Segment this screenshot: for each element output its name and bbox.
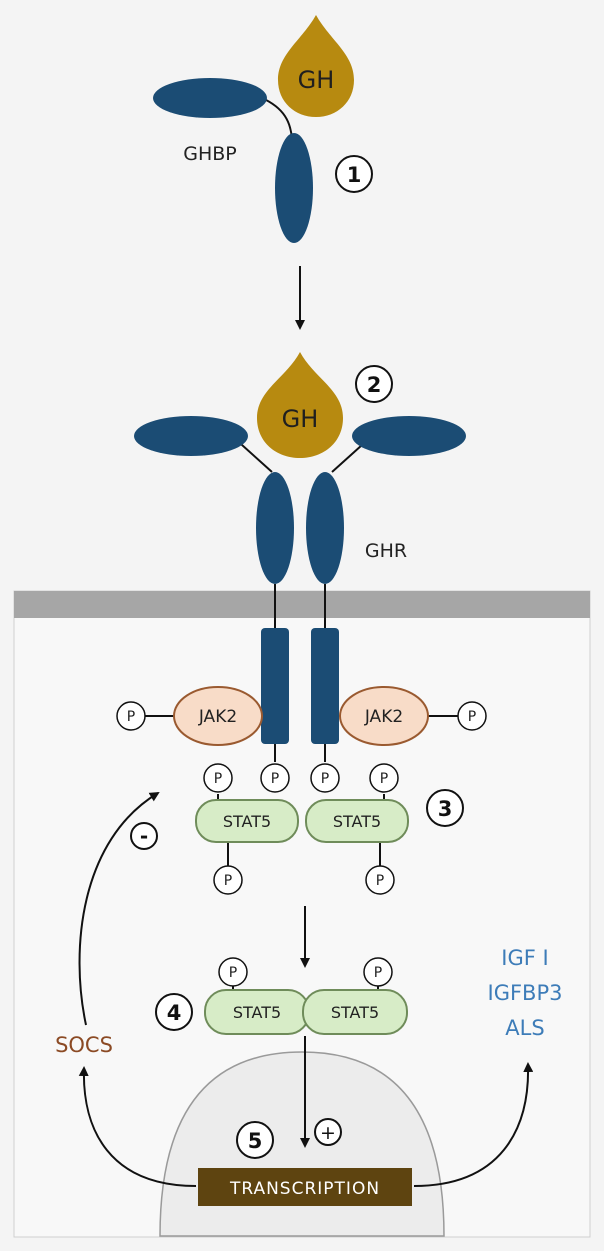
phospho-receptor-right: P <box>310 763 340 793</box>
jak2-right-label: JAK2 <box>364 707 403 727</box>
gh-top-label: GH <box>298 66 335 94</box>
phospho-stat5-right: P <box>365 865 395 895</box>
svg-text:P: P <box>271 771 279 787</box>
step-2-number: 2 <box>367 373 382 397</box>
jak2-left-label: JAK2 <box>198 707 237 727</box>
step-1-marker: 1 <box>335 155 373 193</box>
phospho-dimer-left: P <box>218 957 248 987</box>
phospho-jak2-left: P <box>116 701 146 731</box>
ghr-left-intracellular <box>261 628 289 744</box>
phospho-jak2-right-lower: P <box>369 763 399 793</box>
stat5-right-label: STAT5 <box>333 812 381 831</box>
activate-sign: + <box>320 1122 336 1144</box>
ghr-right-intracellular <box>311 628 339 744</box>
svg-text:P: P <box>380 771 388 787</box>
ghbp-extracellular-domain <box>153 78 267 118</box>
step-2-marker: 2 <box>355 365 393 403</box>
gh-mid-label: GH <box>282 405 319 433</box>
ghbp-label: GHBP <box>183 143 237 165</box>
step-4-marker: 4 <box>155 993 193 1031</box>
phospho-dimer-right: P <box>363 957 393 987</box>
arrow-to-socs <box>78 1066 197 1187</box>
ghr-right-extracellular <box>352 416 466 456</box>
phospho-stat5-left: P <box>213 865 243 895</box>
ghr-left-extracellular <box>134 416 248 456</box>
svg-text:P: P <box>374 965 382 981</box>
step-5-number: 5 <box>248 1129 263 1153</box>
step-4-number: 4 <box>167 1001 182 1025</box>
dimer-stat5-right-label: STAT5 <box>331 1003 379 1022</box>
ghr-right-stem <box>306 472 344 584</box>
inhibit-marker: - <box>130 822 158 850</box>
svg-text:P: P <box>224 873 232 889</box>
phospho-receptor-left: P <box>260 763 290 793</box>
gh-hormone-top <box>278 15 354 117</box>
dimer-stat5-right <box>302 989 408 1035</box>
jak2-right <box>339 686 429 746</box>
svg-text:P: P <box>376 873 384 889</box>
phospho-jak2-left-lower: P <box>203 763 233 793</box>
inhibit-sign: - <box>140 824 148 848</box>
step-1-number: 1 <box>347 163 362 187</box>
svg-text:P: P <box>468 709 476 725</box>
target-gene-igfbp3: IGFBP3 <box>488 981 563 1005</box>
stat5-left-label: STAT5 <box>223 812 271 831</box>
svg-text:P: P <box>321 771 329 787</box>
ghr-left-stem <box>256 472 294 584</box>
svg-text:P: P <box>214 771 222 787</box>
arrow-to-targets <box>413 1062 534 1187</box>
socs-feedback-arrow <box>78 791 160 1026</box>
cell-membrane <box>14 591 590 618</box>
phospho-jak2-right: P <box>457 701 487 731</box>
step-3-marker: 3 <box>426 789 464 827</box>
socs-label: SOCS <box>55 1033 113 1057</box>
ghr-label: GHR <box>365 540 407 562</box>
ghbp-stem <box>275 133 313 243</box>
stat5-left <box>195 799 299 843</box>
target-gene-igf1: IGF I <box>501 946 548 970</box>
target-gene-als: ALS <box>505 1016 544 1040</box>
gh-hormone-mid <box>257 352 343 458</box>
dimer-stat5-left-label: STAT5 <box>233 1003 281 1022</box>
jak2-left <box>173 686 263 746</box>
transcription-box <box>198 1168 412 1206</box>
stat5-right <box>305 799 409 843</box>
transcription-label: TRANSCRIPTION <box>229 1179 380 1199</box>
activate-marker: + <box>314 1118 342 1146</box>
svg-text:P: P <box>229 965 237 981</box>
step-5-marker: 5 <box>236 1121 274 1159</box>
step-3-number: 3 <box>438 797 453 821</box>
svg-text:P: P <box>127 709 135 725</box>
